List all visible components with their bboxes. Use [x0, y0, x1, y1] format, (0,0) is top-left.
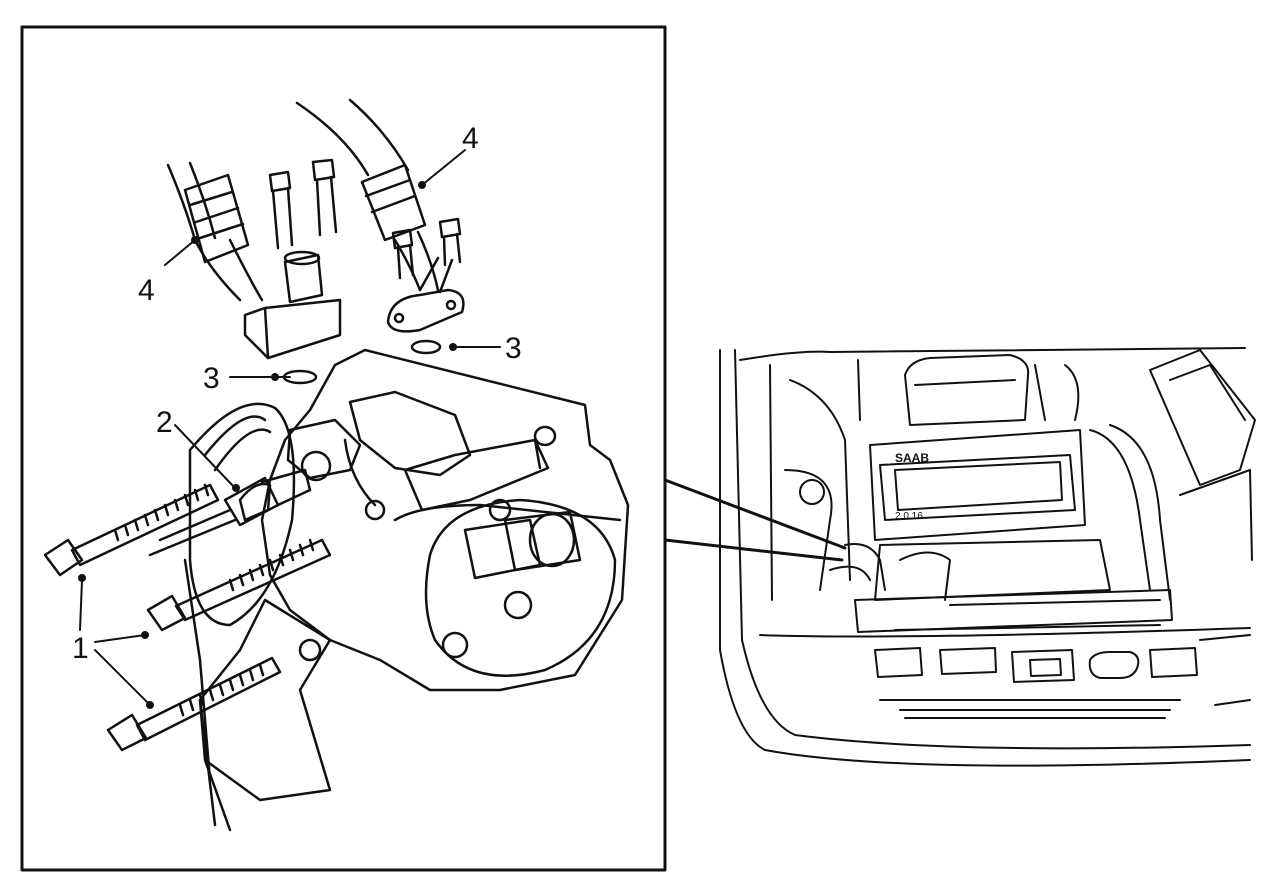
hose-flange-right	[386, 256, 465, 333]
electrical-connector	[148, 468, 312, 557]
mounting-bolt-2	[146, 538, 332, 632]
callout-leaders	[79, 149, 501, 706]
callout-dots	[78, 181, 457, 709]
hose-fitting-block-left	[243, 250, 342, 360]
callout-2: 2	[156, 406, 173, 439]
callout-3-left: 3	[203, 362, 220, 395]
callout-4-right: 4	[462, 122, 479, 155]
callout-4-left: 4	[138, 274, 155, 307]
engine-bay-view	[719, 347, 1256, 767]
o-ring-right	[410, 339, 442, 355]
ac-compressor	[188, 348, 630, 692]
engine-logo: SAAB	[895, 451, 929, 465]
mounting-bolt-3	[106, 656, 282, 752]
engine-badge: 2.0 16	[895, 511, 923, 522]
detail-connector-lines	[663, 478, 847, 562]
compressor-bracket	[183, 558, 332, 832]
callout-1: 1	[72, 632, 89, 665]
callout-3-right: 3	[505, 332, 522, 365]
refrigerant-hose-right	[295, 98, 440, 292]
detail-frame	[20, 25, 667, 872]
mounting-bolt-1	[43, 483, 220, 577]
refrigerant-hose-left	[166, 161, 264, 302]
fitting-bolts	[268, 158, 462, 280]
